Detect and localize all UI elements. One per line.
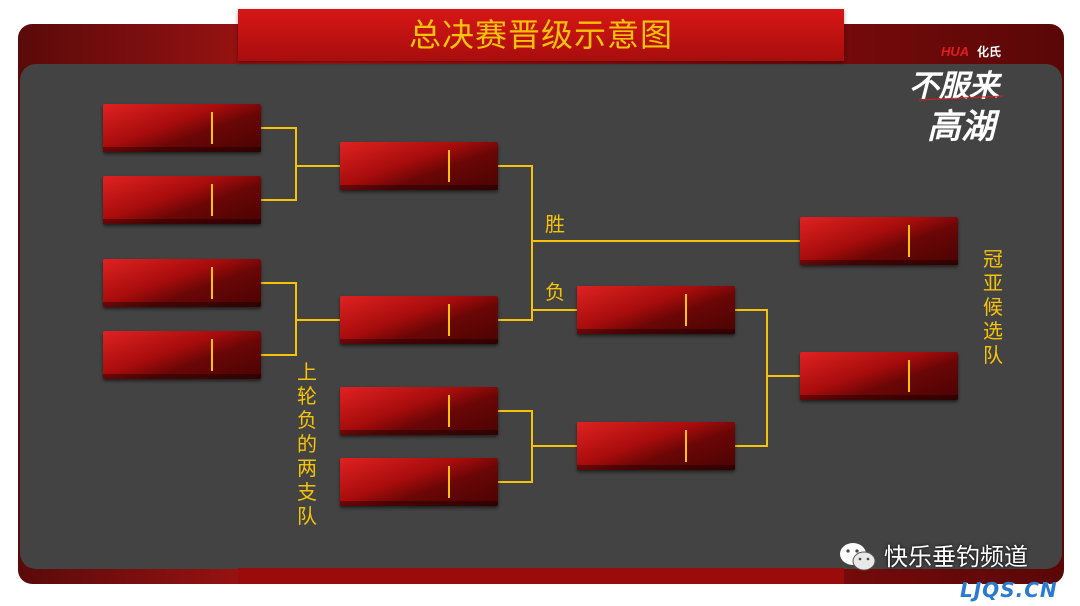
slot-divider: [908, 360, 910, 392]
brand-logo: HUA 化氏 不服来 高湖: [909, 44, 1004, 147]
team-slot: [103, 176, 261, 224]
bracket-line: [497, 410, 533, 483]
slot-divider: [448, 150, 450, 182]
watermark: LJQS.CN: [960, 578, 1058, 602]
team-slot: [340, 387, 498, 435]
slot-divider: [211, 267, 213, 299]
win-label: 胜: [545, 212, 565, 236]
slot-divider: [211, 112, 213, 144]
team-slot: [800, 352, 958, 400]
team-slot: [577, 422, 735, 470]
team-slot: [800, 217, 958, 265]
slot-divider: [448, 395, 450, 427]
team-slot: [103, 104, 261, 152]
slot-divider: [685, 294, 687, 326]
slot-divider: [211, 339, 213, 371]
svg-text:HUA: HUA: [941, 44, 969, 59]
team-slot: [340, 296, 498, 344]
page-title: 总决赛晋级示意图: [408, 16, 673, 54]
slot-divider: [685, 430, 687, 462]
title-bar: 总决赛晋级示意图: [238, 9, 844, 61]
bracket-line: [735, 309, 768, 447]
finalists-label: 冠亚候选队: [983, 247, 1003, 367]
team-slot: [340, 458, 498, 506]
team-slot: [340, 142, 498, 190]
slot-divider: [908, 225, 910, 257]
team-slot: [103, 331, 261, 379]
bottom-strip: [238, 568, 844, 584]
bracket-line: [261, 282, 297, 356]
slot-divider: [448, 466, 450, 498]
slot-divider: [448, 304, 450, 336]
team-slot: [103, 259, 261, 307]
wechat-icon: [840, 543, 876, 571]
svg-text:不服来: 不服来: [909, 69, 1003, 104]
svg-text:高湖: 高湖: [927, 107, 1001, 147]
slot-divider: [211, 184, 213, 216]
svg-text:化氏: 化氏: [977, 44, 1001, 59]
channel-name: 快乐垂钓频道: [884, 543, 1028, 571]
last-round-losers-label: 上轮负的两支队: [297, 360, 317, 528]
lose-label: 负: [545, 280, 565, 304]
team-slot: [577, 286, 735, 334]
bracket-line: [261, 127, 297, 201]
bracket-line: [497, 165, 533, 321]
